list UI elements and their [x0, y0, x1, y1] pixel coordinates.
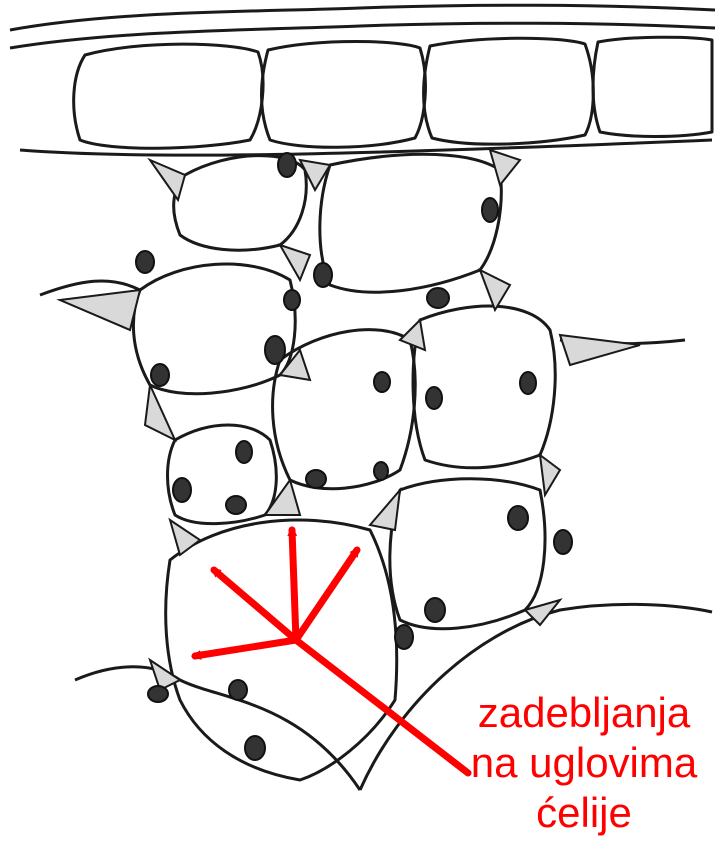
corner-thickening: [280, 245, 310, 280]
arrow: [296, 550, 357, 640]
nucleus: [427, 288, 449, 308]
nucleus: [173, 478, 191, 502]
arrow: [214, 570, 296, 640]
annotation-line-1: zadebljanja: [454, 688, 714, 738]
collenchyma-cell: [273, 330, 416, 489]
nucleus: [314, 263, 332, 287]
nucleus: [306, 470, 326, 488]
nucleus: [520, 372, 536, 394]
nucleus: [426, 387, 442, 409]
nucleus: [374, 462, 388, 480]
annotation-line-3: ćelije: [454, 788, 714, 838]
annotation-line-2: na uglovima: [454, 738, 714, 788]
corner-thickening: [370, 490, 400, 530]
arrow: [292, 530, 296, 640]
corner-thickening: [560, 335, 640, 365]
nucleus: [265, 336, 285, 364]
nucleus: [136, 251, 154, 273]
nucleus: [229, 680, 247, 700]
corner-thickening: [490, 150, 520, 185]
corner-thickening: [150, 160, 185, 200]
corner-thickening: [60, 290, 140, 330]
annotation-label: zadebljanja na uglovima ćelije: [454, 688, 714, 838]
nucleus: [425, 598, 445, 622]
collenchyma-cell: [320, 154, 501, 292]
nucleus: [284, 290, 300, 310]
epidermal-cell: [74, 44, 263, 148]
nucleus: [554, 530, 572, 554]
nucleus: [236, 441, 252, 463]
nucleus: [151, 364, 169, 386]
collenchyma-cell: [166, 520, 397, 780]
nucleus: [508, 506, 528, 530]
corner-thickening: [145, 385, 175, 440]
epidermal-cell: [262, 42, 426, 148]
collenchyma-cell: [390, 479, 545, 629]
nucleus: [374, 372, 390, 392]
epidermal-cell: [593, 37, 712, 136]
nucleus: [148, 686, 168, 702]
pointer-line: [296, 640, 468, 773]
corner-thickening: [400, 320, 425, 350]
epidermal-cell: [424, 38, 594, 144]
nucleus: [226, 496, 246, 514]
corner-thickening: [265, 480, 300, 515]
nucleus: [278, 153, 296, 177]
nucleus: [482, 198, 498, 222]
corner-thickening: [480, 270, 510, 310]
epidermis-outer-wall-inner: [10, 23, 715, 48]
nucleus: [395, 625, 413, 649]
nucleus: [245, 736, 265, 760]
collenchyma-cell: [168, 425, 277, 524]
arrow: [195, 640, 296, 656]
corner-thickening: [170, 520, 200, 555]
corner-thickening: [540, 455, 560, 495]
